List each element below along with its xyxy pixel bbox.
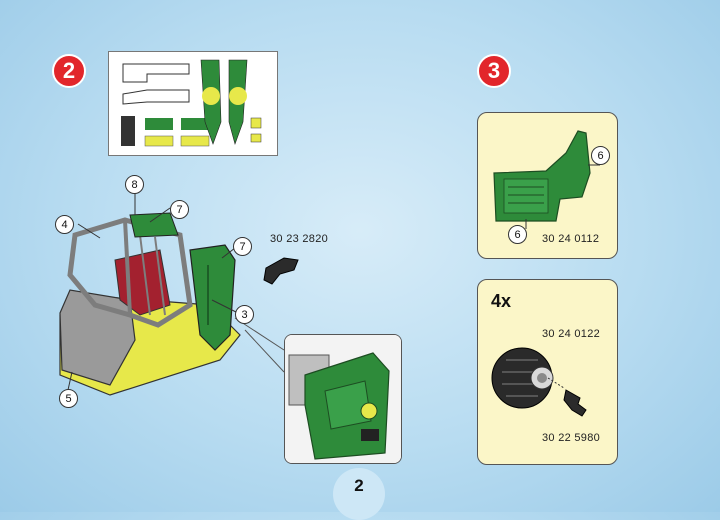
side-panel-part-artwork bbox=[486, 123, 608, 233]
wheel-and-axle-artwork bbox=[488, 338, 608, 428]
part-number-arm: 30 23 2820 bbox=[270, 233, 328, 245]
callout-7-lower: 7 bbox=[233, 237, 252, 256]
sticker-sheet-artwork bbox=[109, 52, 277, 155]
side-panel-parts-box: 6 6 30 24 0112 bbox=[477, 112, 618, 259]
callout-7-upper: 7 bbox=[170, 200, 189, 219]
detail-inset-artwork bbox=[285, 335, 401, 463]
arm-part-icon bbox=[258, 250, 304, 290]
callout-5: 5 bbox=[59, 389, 78, 408]
part-number-side-panel: 30 24 0112 bbox=[542, 233, 599, 245]
step-number-badge-3: 3 bbox=[477, 54, 511, 88]
sticker-sheet bbox=[108, 51, 278, 156]
callout-8: 8 bbox=[125, 175, 144, 194]
callout-6-right: 6 bbox=[591, 146, 610, 165]
callout-4: 4 bbox=[55, 215, 74, 234]
step-number-badge-2: 2 bbox=[52, 54, 86, 88]
callout-6-bottom: 6 bbox=[508, 225, 527, 244]
detail-inset bbox=[284, 334, 402, 464]
page-number: 2 bbox=[333, 468, 385, 520]
vehicle-illustration bbox=[40, 165, 290, 405]
part-number-axle: 30 22 5980 bbox=[542, 432, 600, 444]
wheel-quantity: 4x bbox=[491, 291, 511, 312]
callout-3: 3 bbox=[235, 305, 254, 324]
wheel-parts-box: 4x 30 24 0122 30 22 5980 bbox=[477, 279, 618, 465]
